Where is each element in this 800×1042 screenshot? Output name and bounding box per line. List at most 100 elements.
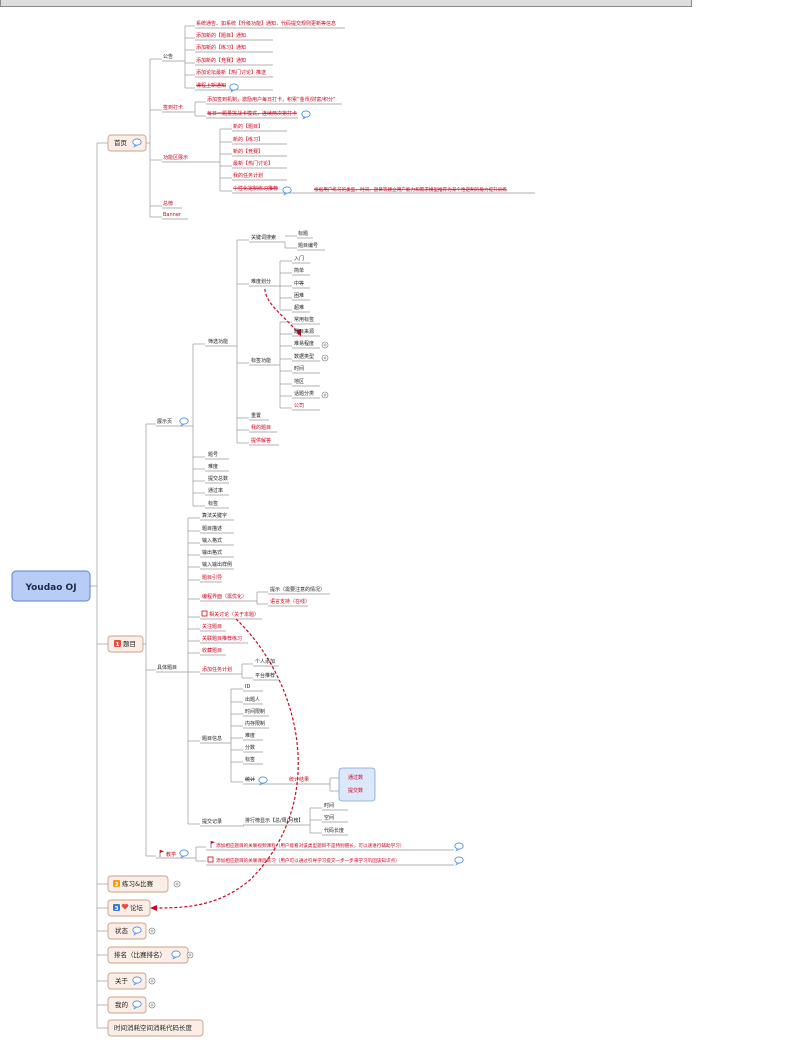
teach-item: 添加相应题目的关联课后练习（用户可以通过引导学习提交一步一步来学习巩固该知识点） <box>216 857 400 864</box>
badge-number: 1 <box>116 642 120 648</box>
follow-label: 关注题目 <box>202 623 222 630</box>
speech-bubble-icon[interactable] <box>179 417 189 427</box>
hint-label: 题目引导 <box>202 574 222 581</box>
rank-label: 排名（比赛排名） <box>114 950 166 959</box>
speech-bubble-icon[interactable] <box>258 776 268 786</box>
reset-label: 重置 <box>251 412 261 419</box>
plus-circle-icon[interactable] <box>148 927 156 935</box>
root-label: Youdao OJ <box>24 583 76 593</box>
difficulty-item: 简单 <box>294 267 304 274</box>
info-label: 题目信息 <box>202 735 222 742</box>
plus-circle-icon[interactable] <box>186 951 194 959</box>
info-item: 标签 <box>245 756 255 763</box>
dashed-arrow <box>156 618 299 909</box>
dashed-relation-arrows <box>150 288 301 911</box>
my-problems-label: 我的题目 <box>251 424 271 431</box>
speech-bubble-icon[interactable] <box>171 950 181 960</box>
difficulty-item: 中等 <box>294 280 304 287</box>
stats-result-label: 统计结果 <box>289 776 309 783</box>
plus-circle-icon[interactable] <box>321 354 329 362</box>
dashed-arrow <box>264 288 301 337</box>
func-item: 最新【热门讨论】 <box>233 160 273 167</box>
tag-item: 难易程度 <box>294 340 314 347</box>
detail-item: 输入格式 <box>202 537 222 544</box>
number-badge-icon: 2 <box>113 880 120 888</box>
solutions-label: 提供解答 <box>251 437 271 444</box>
home-label: 首页 <box>114 138 128 147</box>
teach-item: 添加相应题目的关联视频课程（用户能看对该类型题目不是特别擅长，可以速进行辅助学习… <box>216 842 404 849</box>
rank-item: 空间 <box>324 814 334 821</box>
info-item: 出题人 <box>245 696 260 703</box>
func-item: 我的任务计划 <box>233 172 263 179</box>
notice-item: 添加新的【竞赛】通知 <box>196 57 246 64</box>
records-label: 提交记录 <box>202 818 222 825</box>
notice-item: 系统通告、如系统【升级功能】通知，代码提交规则更新等信息 <box>196 20 336 27</box>
speech-bubble-icon[interactable] <box>132 976 142 986</box>
speech-bubble-icon[interactable] <box>132 138 142 148</box>
speech-bubble-icon[interactable] <box>454 842 464 852</box>
keyword-item: 标题 <box>298 230 308 237</box>
rank-item: 代码长度 <box>324 827 344 834</box>
info-item: 内存限制 <box>245 720 265 727</box>
related-label: 关联题目推荐练习 <box>202 635 242 642</box>
practice-label: 练习&比赛 <box>122 879 154 888</box>
editor-item: 提示（需要注意的情况） <box>270 586 325 593</box>
root-node[interactable]: Youdao OJ <box>11 570 91 602</box>
column-item: 难度 <box>208 463 218 470</box>
editor-item: 语言支持（在线） <box>270 598 310 605</box>
red-flag-icon <box>159 850 164 857</box>
favorite-label: 收藏题目 <box>202 647 222 654</box>
checkin-item: 添加签到机制，激励用户每日打卡，积累“金币/财富/积分” <box>207 96 336 103</box>
stats-result-box <box>338 767 376 802</box>
display-page-label: 展示页 <box>157 419 172 425</box>
checkin-label: 签到打卡 <box>163 104 183 111</box>
speech-bubble-icon[interactable] <box>179 849 189 859</box>
func-item: 新的【练习】 <box>233 136 263 143</box>
main-node-footer[interactable] <box>107 1019 204 1037</box>
status-label: 状态 <box>115 926 129 935</box>
tag-item: 时间 <box>294 365 304 372</box>
plus-circle-icon[interactable] <box>148 1001 156 1009</box>
plus-circle-icon[interactable] <box>148 977 156 985</box>
heart-icon <box>121 903 129 910</box>
difficulty-item: 超难 <box>294 304 304 311</box>
speech-bubble-icon[interactable] <box>301 110 311 120</box>
plan-label: 添加任务计划 <box>202 666 232 673</box>
func-item: 新的【竞赛】 <box>233 148 263 155</box>
mine-label: 我的 <box>115 1000 129 1009</box>
arrow-head <box>150 905 157 911</box>
badge-number: 2 <box>115 882 119 888</box>
plus-circle-icon[interactable] <box>321 341 329 349</box>
notice-label: 公告 <box>163 53 173 60</box>
column-item: 标签 <box>208 500 218 507</box>
speech-bubble-icon[interactable] <box>132 926 142 936</box>
notice-item: 添加新的【题目】通知 <box>196 32 246 39</box>
plus-circle-icon[interactable] <box>173 880 181 888</box>
speech-bubble-icon[interactable] <box>132 1000 142 1010</box>
column-item: 题号 <box>208 452 218 458</box>
main-node-practice[interactable] <box>107 875 169 893</box>
speech-bubble-icon[interactable] <box>229 83 239 93</box>
number-badge-icon: 1 <box>114 640 121 648</box>
keyword-item: 题目编号 <box>298 242 318 249</box>
plan-item: 个人添加 <box>255 658 275 665</box>
speech-bubble-icon[interactable] <box>282 186 292 196</box>
column-item: 通过率 <box>208 487 223 494</box>
badge-number: 3 <box>115 906 119 912</box>
difficulty-item: 入门 <box>294 255 304 262</box>
arrow-head <box>296 329 301 337</box>
tag-item: 题目来源 <box>294 328 314 335</box>
func-area-label: 功能区展示 <box>163 154 188 161</box>
info-item: 时间限制 <box>245 708 265 715</box>
detail-item: 题目描述 <box>202 525 222 532</box>
pass-count: 通过数 <box>348 774 363 781</box>
detail-label: 具体题目 <box>157 664 177 671</box>
teach-icon <box>207 856 214 863</box>
top-scrollbar[interactable] <box>0 0 692 7</box>
info-item: 分数 <box>245 744 255 751</box>
plus-circle-icon[interactable] <box>321 391 329 399</box>
speech-bubble-icon[interactable] <box>454 856 464 866</box>
number-badge-icon: 3 <box>113 904 120 912</box>
footer-label: 时间消耗空间消耗代码长度 <box>114 1023 193 1032</box>
discuss-icon <box>201 610 208 617</box>
